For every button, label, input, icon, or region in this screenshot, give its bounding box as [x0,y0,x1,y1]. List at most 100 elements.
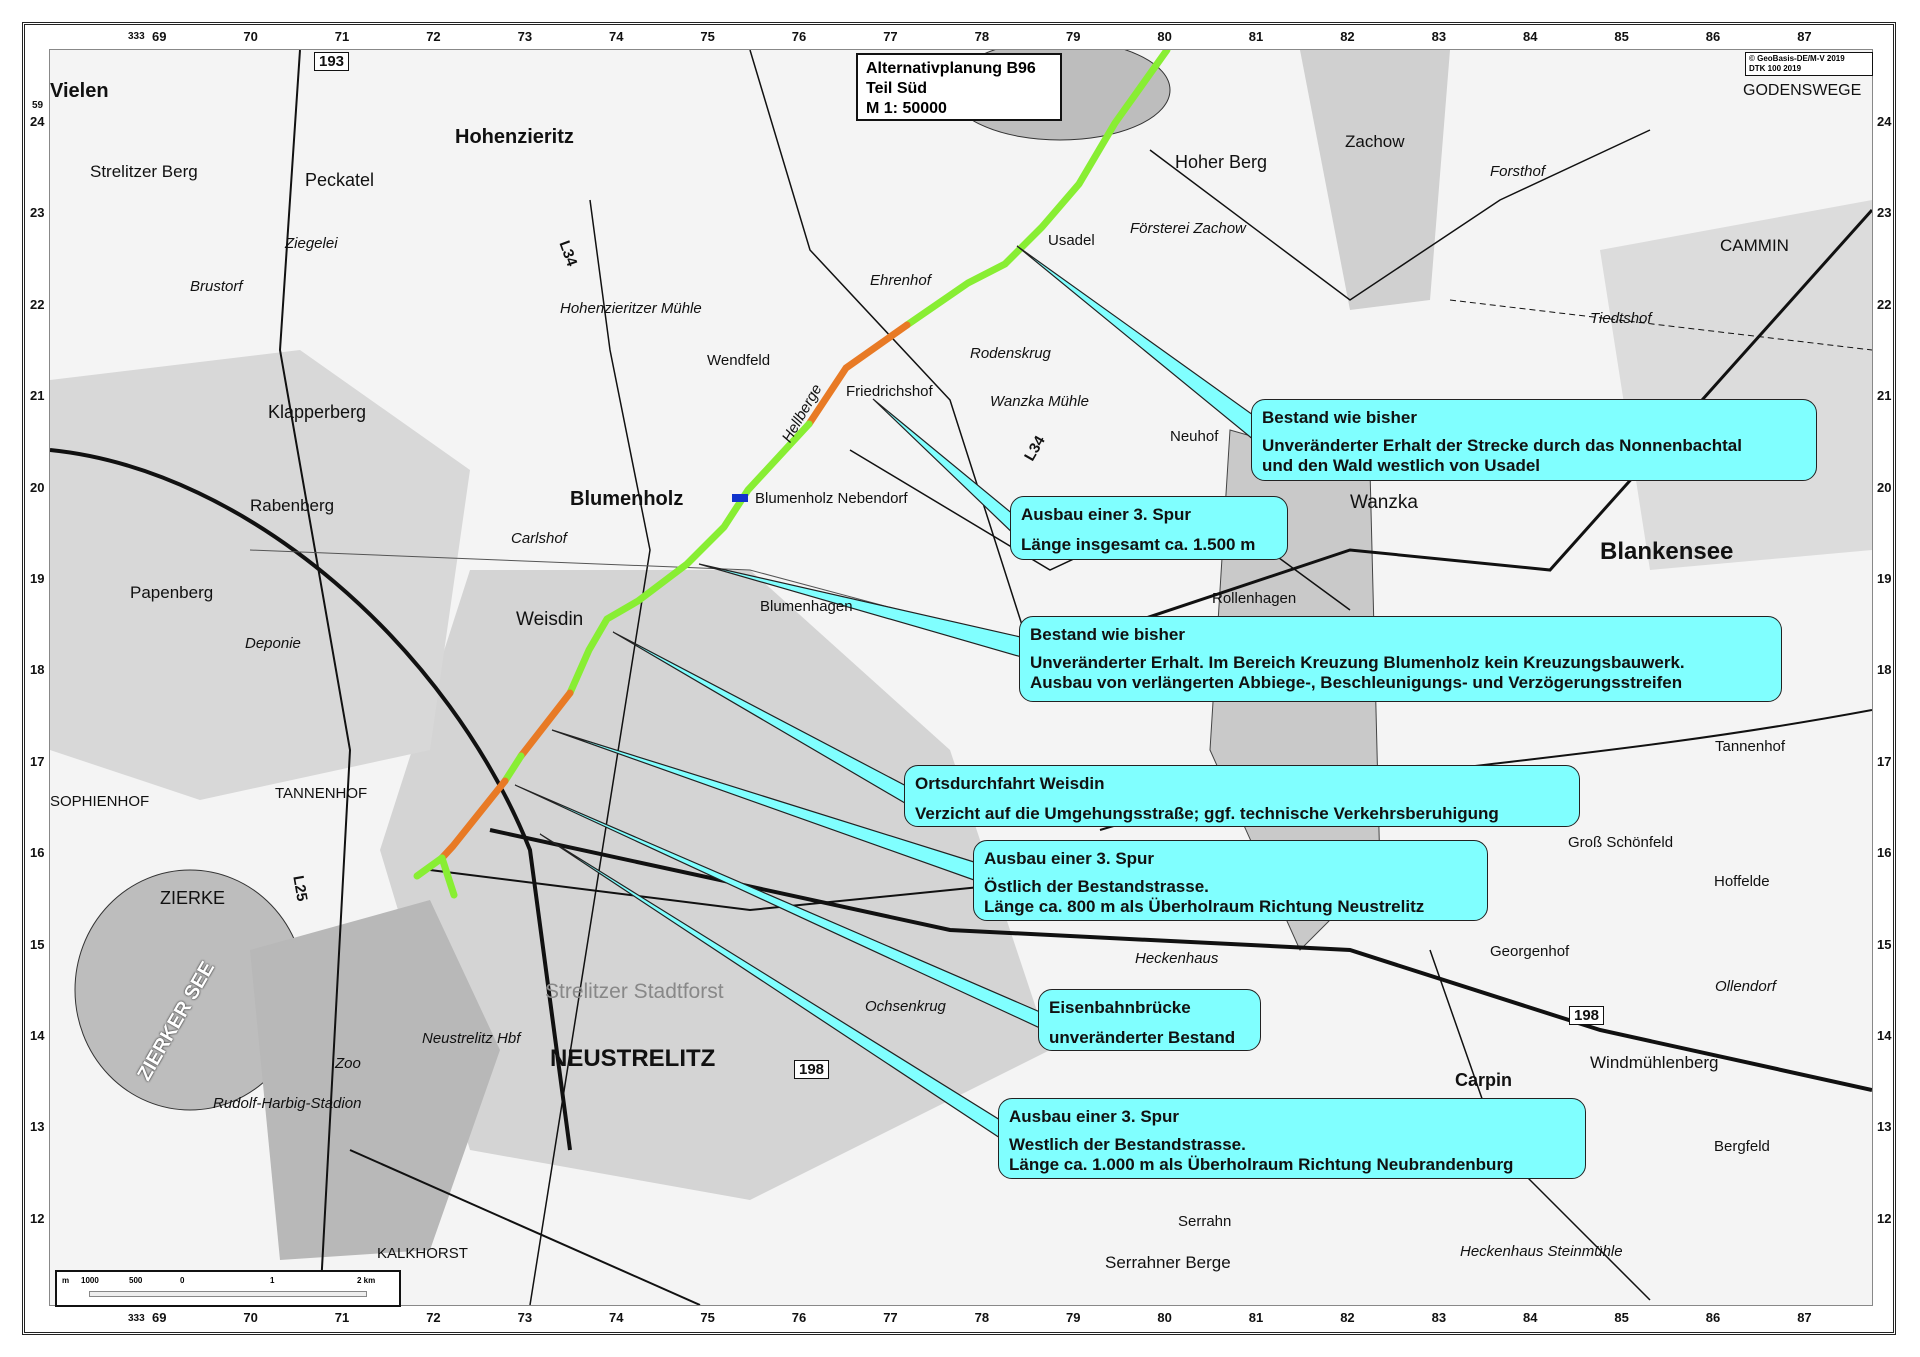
grid-label-right: 12 [1877,1210,1892,1226]
grid-label-top: 74 [609,29,624,44]
scale-unit: m [62,1276,70,1285]
grid-label-top: 80 [1157,29,1172,44]
place-rodenskrug: Rodenskrug [970,345,1051,362]
grid-label-right: 19 [1877,571,1892,586]
grid-label-bottom: 71 [334,1310,350,1325]
place-wanzka-muehle: Wanzka Mühle [990,393,1089,410]
grid-label-left: 13 [30,1119,45,1135]
place-klapperberg: Klapperberg [268,402,367,422]
callout-title: Bestand wie bisher [1262,408,1417,427]
place-rabenberg: Rabenberg [250,496,335,515]
grid-label-right: 23 [1877,205,1892,221]
place-neuhof: Neuhof [1170,428,1219,445]
grid-label-right: 24 [1877,114,1892,129]
callout-title: Ortsdurchfahrt Weisdin [915,774,1105,793]
callout-title: Ausbau einer 3. Spur [984,849,1155,868]
place-blankensee: Blankensee [1600,538,1734,565]
place-strelitzer-berg: Strelitzer Berg [90,162,198,181]
callout-pointer [872,398,1021,542]
place-carpin: Carpin [1455,1070,1513,1090]
grid-label-top: 87 [1797,29,1812,44]
road-label-198: 198 [794,1060,830,1079]
route-unchanged-north [903,50,1171,329]
place-papenberg: Papenberg [130,583,214,602]
grid-label-top: 76 [791,29,807,44]
grid-label-right: 20 [1877,479,1892,495]
route-third-lane-east [517,689,574,760]
place-hohenzieritz: Hohenzieritz [455,126,574,148]
grid-label-right: 21 [1877,388,1892,404]
grid-label-bottom: 74 [609,1310,624,1325]
callout-friedrichshof: Ausbau einer 3. Spur Länge insgesamt ca.… [1010,496,1288,560]
road-label-198: 198 [1569,1006,1605,1025]
callout-railway-bridge: Eisenbahnbrücke unveränderter Bestand [1038,989,1261,1051]
callout-third-lane-east: Ausbau einer 3. Spur Östlich der Bestand… [973,840,1488,921]
place-rollenhagen: Rollenhagen [1212,590,1297,607]
map-frame [22,22,1896,1335]
grid-label-top: 81 [1248,29,1264,44]
place-serrahner-berge: Serrahner Berge [1105,1253,1231,1272]
map-title-box: Alternativplanung B96 Teil Süd M 1: 5000… [856,53,1062,121]
callout-title: Ausbau einer 3. Spur [1009,1107,1180,1126]
callout-title: Eisenbahnbrücke [1049,998,1191,1017]
callout-title: Ausbau einer 3. Spur [1021,505,1192,524]
grid-label-left: 14 [30,1028,45,1043]
grid-prefix-top: 333 [128,31,145,42]
grid-label-right: 17 [1877,753,1892,769]
place-friedrichshof: Friedrichshof [846,383,933,400]
forest-west [50,350,470,800]
route-unchanged-south-a [413,854,446,880]
place-peckatel: Peckatel [305,170,375,190]
map-title: Alternativplanung B96 [866,60,1036,77]
grid-label-left: 21 [30,388,45,404]
junction-blumenholz-marker [732,494,748,502]
grid-label-right: 13 [1877,1119,1892,1135]
place-sophienhof: SOPHIENHOF [50,793,150,810]
copyright-source: DTK 100 2019 [1749,64,1802,73]
copyright-line: © GeoBasis-DE/M-V 2019 [1749,54,1845,63]
route-unchanged-south-b [438,854,458,899]
grid-label-top: 82 [1340,29,1355,44]
grid-label-top: 84 [1523,29,1538,44]
grid-label-left: 15 [30,936,45,952]
place-forsthof: Forsthof [1490,163,1546,180]
place-ollendorf: Ollendorf [1715,978,1776,995]
place-blumenholz-nebendorf: Blumenholz Nebendorf [755,490,908,507]
place-zachow: Zachow [1345,132,1405,151]
grid-label-right: 14 [1877,1028,1892,1043]
place-strelitzer-stadtforst: Strelitzer Stadtforst [545,980,724,1003]
callout-text: Östlich der Bestandstrasse. [984,877,1209,896]
grid-label-bottom: 73 [517,1310,533,1325]
callout-text: unveränderter Bestand [1049,1028,1236,1047]
place-georgenhof: Georgenhof [1490,943,1570,960]
grid-label-bottom: 72 [426,1310,441,1325]
place-tannenhof-east: Tannenhof [1715,738,1786,755]
route-third-lane-friedrichshof [805,321,911,428]
place-gross-schonfeld: Groß Schönfeld [1568,834,1674,851]
callout-third-lane-west: Ausbau einer 3. Spur Westlich der Bestan… [998,1098,1586,1179]
place-godenswege: GODENSWEGE [1743,82,1862,99]
grid-label-bottom: 82 [1340,1310,1355,1325]
grid-label-bottom: 70 [243,1310,258,1325]
callout-weisdin: Ortsdurchfahrt Weisdin Verzicht auf die … [904,765,1580,827]
place-heckenhaus-steinmuehle: Heckenhaus Steinmühle [1460,1243,1623,1260]
grid-label-left: 19 [30,571,45,586]
map-subtitle: Teil Süd [866,80,928,97]
place-ziegelei: Ziegelei [285,235,338,252]
grid-label-left: 18 [30,662,45,678]
place-hohenzieritzer-muehle: Hohenzieritzer Mühle [560,300,702,317]
callout-text: und den Wald westlich von Usadel [1262,456,1541,475]
grid-label-top: 70 [243,29,258,44]
place-windmuehlenberg: Windmühlenberg [1590,1053,1719,1072]
place-carlshof: Carlshof [511,530,567,547]
place-zierke: ZIERKE [160,888,226,908]
place-rudolf-harbig-stadion: Rudolf-Harbig-Stadion [213,1095,362,1112]
grid-label-top: 75 [700,29,715,44]
grid-prefix-left: 59 [32,100,44,111]
town-neustrelitz [250,900,500,1260]
place-kalkhorst: KALKHORST [377,1245,468,1262]
place-usadel: Usadel [1048,232,1095,249]
place-zoo: Zoo [335,1055,361,1072]
grid-label-left: 20 [30,479,45,495]
place-vielen: Vielen [50,80,109,102]
